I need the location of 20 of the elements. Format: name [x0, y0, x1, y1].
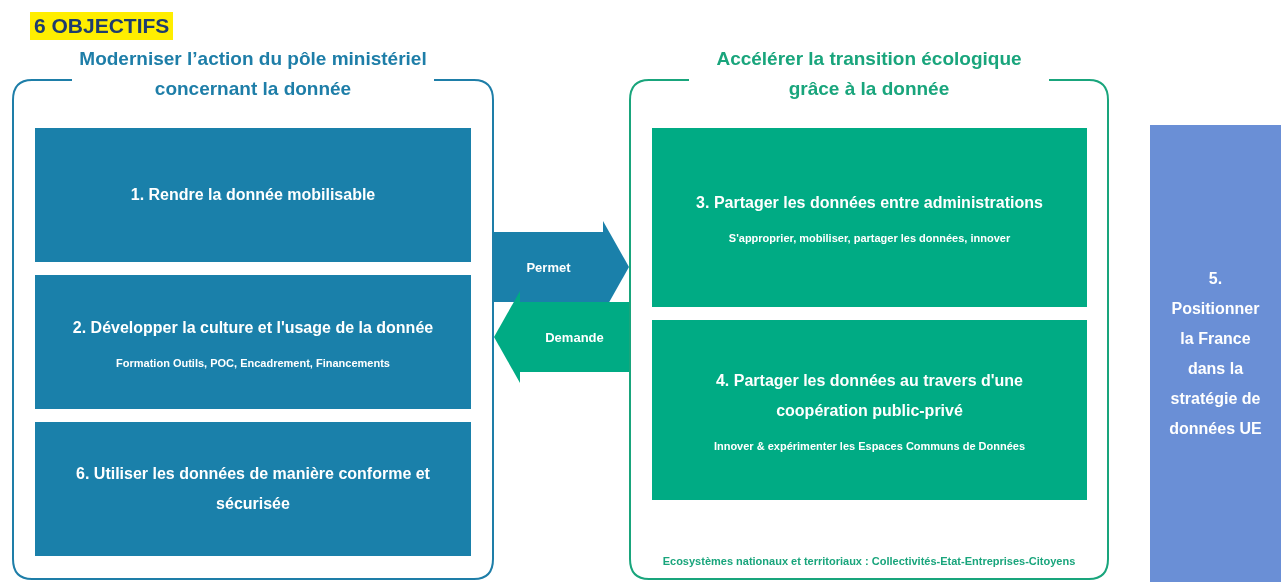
objective-box	[652, 320, 1087, 500]
objective-title: 1. Rendre la donnée mobilisable	[130, 185, 376, 205]
objective-box	[35, 275, 471, 409]
objective-title: 3. Partager les données entre administrations	[696, 193, 1043, 214]
objective-title: 5. Positionner la France dans la stratégie de données UE	[1168, 268, 1263, 439]
group-footnote: Ecosystèmes nationaux et territoriaux : Collectivités-Etat-Entreprises-Citoyens	[661, 554, 1077, 569]
edge-label: Demande	[544, 329, 605, 347]
objective-box	[652, 128, 1087, 307]
title: 6 OBJECTIFS	[30, 12, 174, 40]
objective-detail: S'approprier, mobiliser, partager les données, innover	[728, 231, 1011, 247]
objective-box	[35, 128, 471, 262]
objective-title: 6. Utiliser les données de manière conforme et sécurisée	[75, 464, 431, 514]
block-arrow	[494, 291, 629, 383]
objective-box	[1150, 125, 1281, 582]
objective-box	[35, 422, 471, 556]
edge-label: Permet	[525, 259, 572, 277]
objective-detail: Formation Outils, POC, Encadrement, Financements	[116, 355, 390, 371]
objective-title: 2. Développer la culture et l'usage de la donnée	[72, 317, 434, 338]
objective-title: 4. Partager les données au travers d'une coopération public-privé	[714, 370, 1024, 421]
objective-detail: Innover & expérimenter les Espaces Communs de Données	[713, 438, 1026, 454]
